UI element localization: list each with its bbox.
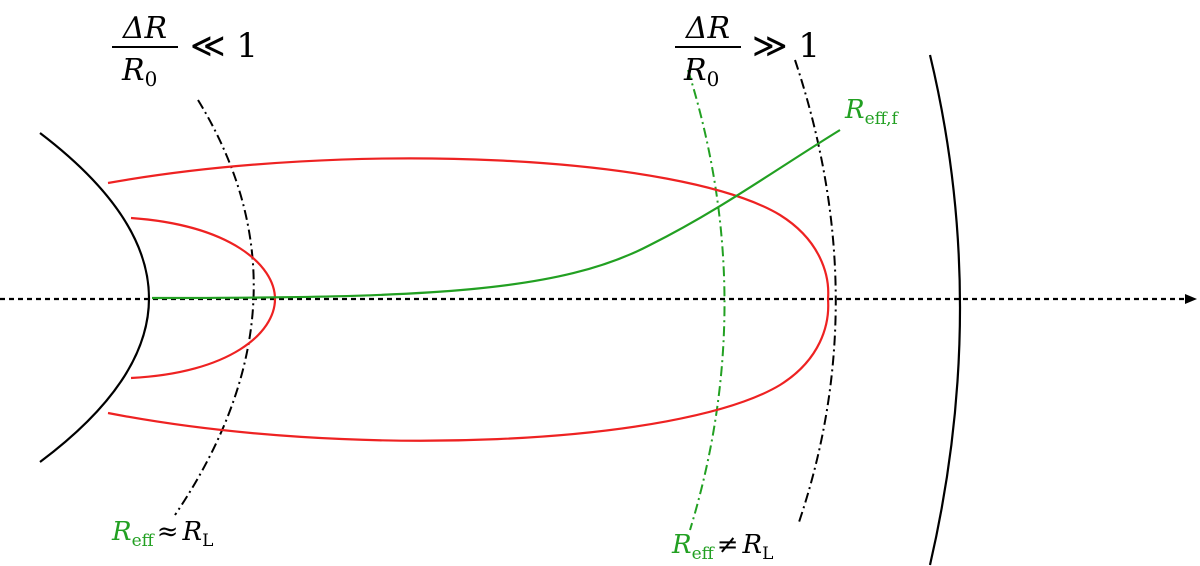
top-right-relation: ≫ 1: [752, 26, 820, 66]
top-left-numerator: ΔR: [122, 11, 167, 46]
label-top-right: ΔR R0 ≫ 1: [675, 11, 820, 91]
large-field-loop: [107, 157, 830, 442]
star-surface-arc: [39, 132, 151, 463]
light-cylinder-left: [174, 99, 255, 516]
green-solid-curve: [151, 129, 841, 300]
bottom-right-label: Reff≠RL: [671, 530, 773, 564]
top-right-denominator: R0: [683, 53, 719, 91]
small-field-loop: [130, 216, 277, 380]
effective-radius-curve: [687, 69, 726, 531]
outer-boundary-arc: [928, 54, 962, 566]
bottom-left-label: Reff≈RL: [111, 517, 213, 551]
top-left-relation: ≪ 1: [190, 26, 258, 66]
top-right-numerator: ΔR: [685, 11, 730, 46]
label-top-left: ΔR R0 ≪ 1: [112, 11, 258, 91]
light-cylinder-right: [794, 59, 837, 526]
green-curve-label: Reff,f: [844, 95, 900, 129]
top-left-denominator: R0: [121, 53, 157, 91]
